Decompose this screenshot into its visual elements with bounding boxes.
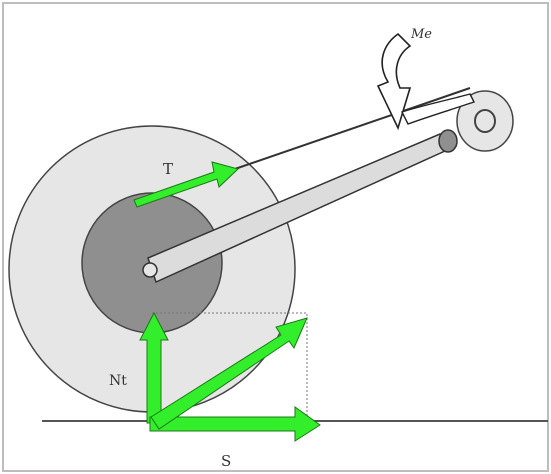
pulley-hub <box>474 109 496 133</box>
tension-vector-arrow <box>133 161 239 208</box>
normal-vector-arrow <box>139 311 169 424</box>
vector-construction-lines <box>152 312 308 423</box>
friction-label: S <box>221 452 231 470</box>
moment-arrow-tail <box>401 93 475 125</box>
normal-tangential-label: Nt <box>109 373 127 389</box>
force-vectors <box>133 161 321 442</box>
moment-label: Me <box>410 27 432 42</box>
resultant-vector-arrow <box>150 317 308 430</box>
friction-vector-arrow <box>149 406 321 442</box>
arm-tip-pivot <box>438 129 458 153</box>
pulley-outer-ring <box>456 90 514 152</box>
center-pivot <box>142 262 158 278</box>
moment-arrow-icon <box>376 32 412 131</box>
belt-line <box>231 87 471 171</box>
tension-label: T <box>163 160 173 178</box>
right-pulley <box>456 90 514 152</box>
